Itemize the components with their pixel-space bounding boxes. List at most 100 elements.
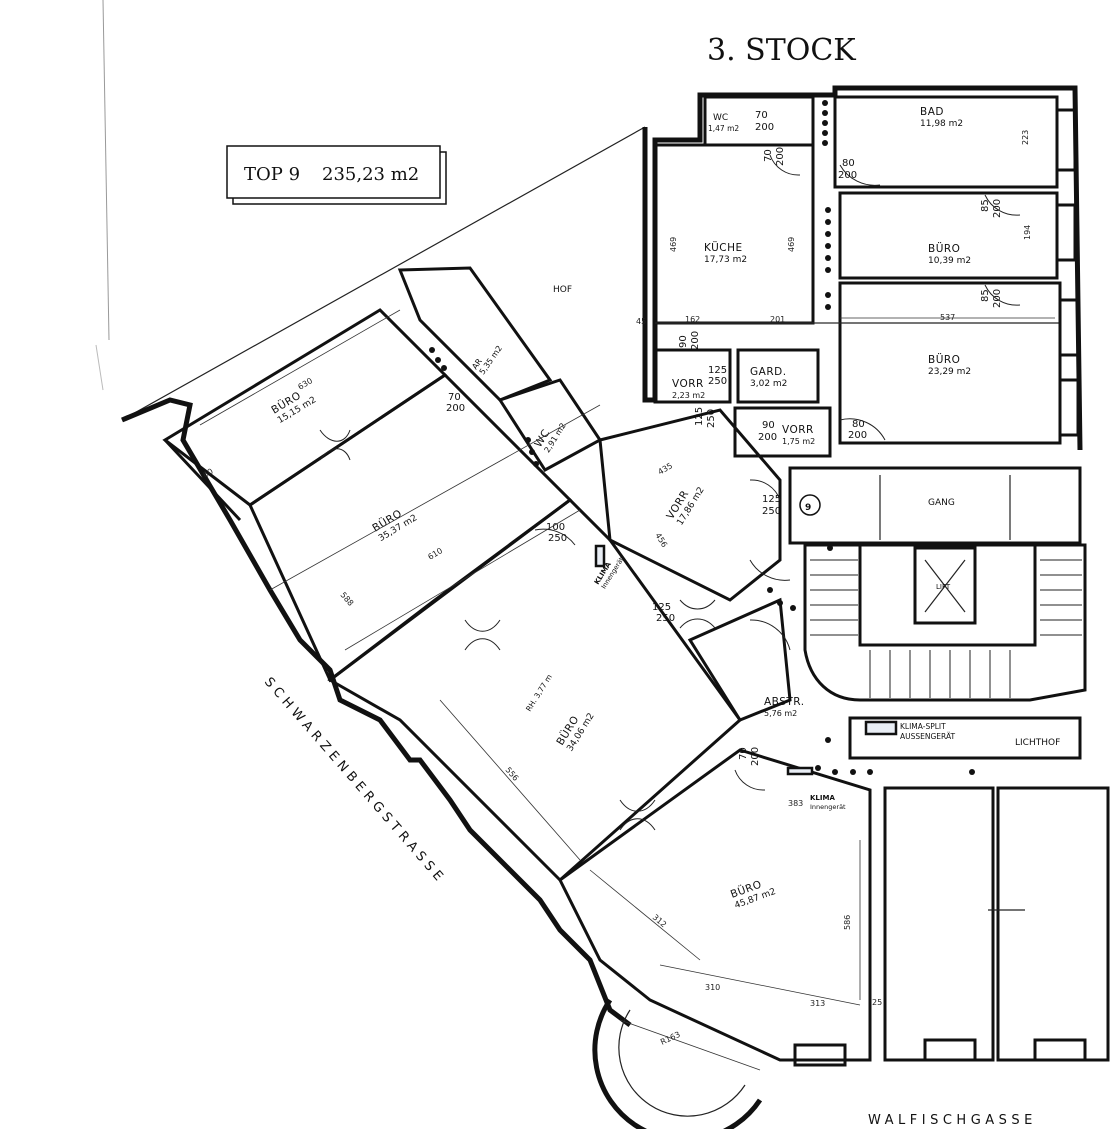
hof-label: HOF [553, 285, 572, 295]
svg-text:80: 80 [842, 158, 855, 169]
svg-text:85: 85 [980, 289, 991, 302]
svg-text:250: 250 [548, 533, 567, 544]
lift-label: LIFT [936, 583, 951, 591]
klima-unit-icon [786, 766, 814, 776]
svg-text:70: 70 [738, 747, 749, 760]
unit-number: 9 [805, 503, 811, 513]
scan-fold-line [95, 344, 104, 391]
room-name-wc-top: WC [713, 113, 728, 123]
svg-text:312: 312 [651, 913, 668, 930]
room-name-vorr-2: VORR [782, 424, 814, 436]
dimension-lines [199, 309, 1055, 1071]
room-area-vorr-1: 2,23 m2 [672, 391, 705, 400]
svg-text:200: 200 [775, 147, 786, 166]
svg-text:70: 70 [755, 110, 768, 121]
aussengeraet-label: AUSSENGERÄT [900, 732, 955, 741]
svg-text:200: 200 [758, 432, 777, 443]
room-name-bad: BAD [920, 106, 944, 118]
scan-fold-line [102, 0, 110, 341]
klima-label-2: KLIMA [810, 794, 835, 802]
svg-text:125: 125 [708, 365, 727, 376]
svg-text:200: 200 [690, 331, 701, 350]
svg-text:200: 200 [848, 430, 867, 441]
svg-text:70: 70 [763, 149, 774, 162]
svg-text:250: 250 [656, 613, 675, 624]
svg-text:200: 200 [446, 403, 465, 414]
stair-core [788, 466, 1087, 760]
floor-title: 3. STOCK [707, 33, 856, 68]
svg-text:200: 200 [755, 122, 774, 133]
room-name-kueche: KÜCHE [704, 241, 743, 254]
room-area-buero-right-2: 23,29 m2 [928, 367, 971, 377]
svg-text:90: 90 [678, 335, 689, 348]
door-swings [534, 154, 1021, 791]
room-area-vorr-2: 1,75 m2 [782, 437, 815, 446]
street-bottom: WALFISCHGASSE [868, 1113, 1037, 1128]
room-area-abstr: 5,76 m2 [764, 709, 797, 718]
svg-text:194: 194 [1023, 225, 1032, 240]
svg-text:588: 588 [338, 590, 355, 607]
svg-text:610: 610 [426, 546, 444, 562]
unit-box: TOP 9 235,23 m2 [226, 145, 447, 205]
unit-label: TOP 9 [244, 164, 300, 185]
innengeraet-label-2: Innengerät [810, 803, 846, 811]
room-name-gard: GARD. [750, 366, 787, 378]
svg-text:162: 162 [685, 315, 700, 324]
svg-text:383: 383 [788, 799, 803, 808]
svg-text:456: 456 [653, 531, 669, 549]
upper-right-block [653, 95, 1062, 458]
svg-text:200: 200 [992, 199, 1003, 218]
svg-text:100: 100 [546, 522, 565, 533]
svg-text:630: 630 [296, 376, 314, 392]
left-wing [162, 266, 872, 1129]
room-area-ar: 5,35 m2 [478, 344, 504, 376]
svg-text:201: 201 [770, 315, 785, 324]
unit-number-circle [799, 494, 821, 516]
svg-text:125: 125 [694, 407, 705, 426]
svg-text:70: 70 [448, 392, 461, 403]
svg-text:250: 250 [706, 409, 717, 428]
svg-text:200: 200 [992, 289, 1003, 308]
room-height: RH. 3,77 m [524, 673, 554, 713]
double-doors [319, 429, 716, 831]
svg-text:556: 556 [503, 765, 520, 782]
room-area-wc-top: 1,47 m2 [708, 124, 739, 133]
room-name-buero-right-2: BÜRO [928, 353, 960, 366]
svg-text:250: 250 [762, 506, 781, 517]
svg-text:90: 90 [762, 420, 775, 431]
lower-right-blocks [883, 786, 1110, 1062]
svg-text:200: 200 [838, 170, 857, 181]
svg-text:25: 25 [872, 998, 882, 1007]
lichthof-label: LICHTHOF [1015, 738, 1060, 748]
klima-unit-icon [594, 544, 606, 568]
room-area-gard: 3,02 m2 [750, 379, 787, 389]
svg-text:125: 125 [652, 602, 671, 613]
svg-text:537: 537 [940, 313, 955, 322]
column-dots [429, 100, 975, 775]
svg-text:586: 586 [843, 915, 852, 930]
svg-text:60: 60 [201, 467, 214, 480]
svg-text:125: 125 [762, 494, 781, 505]
dimension-numbers: 469 469 537 201 162 630 588 610 556 435 … [201, 130, 1032, 1047]
svg-text:45: 45 [636, 317, 646, 326]
room-name-buero-right-1: BÜRO [928, 242, 960, 255]
svg-text:313: 313 [810, 999, 825, 1008]
room-name-vorr-1: VORR [672, 378, 704, 390]
svg-text:310: 310 [705, 983, 720, 992]
svg-text:R163: R163 [659, 1030, 682, 1047]
building-outline [121, 85, 1083, 1027]
svg-text:469: 469 [787, 237, 796, 252]
svg-text:85: 85 [980, 199, 991, 212]
unit-area: 235,23 m2 [322, 164, 419, 185]
room-area-kueche: 17,73 m2 [704, 255, 747, 265]
svg-text:223: 223 [1021, 130, 1030, 145]
svg-text:250: 250 [708, 376, 727, 387]
room-area-bad: 11,98 m2 [920, 119, 963, 129]
svg-text:435: 435 [656, 461, 674, 477]
svg-text:80: 80 [852, 419, 865, 430]
gang-label: GANG [928, 498, 955, 508]
room-area-buero-right-1: 10,39 m2 [928, 256, 971, 266]
svg-text:469: 469 [669, 237, 678, 252]
